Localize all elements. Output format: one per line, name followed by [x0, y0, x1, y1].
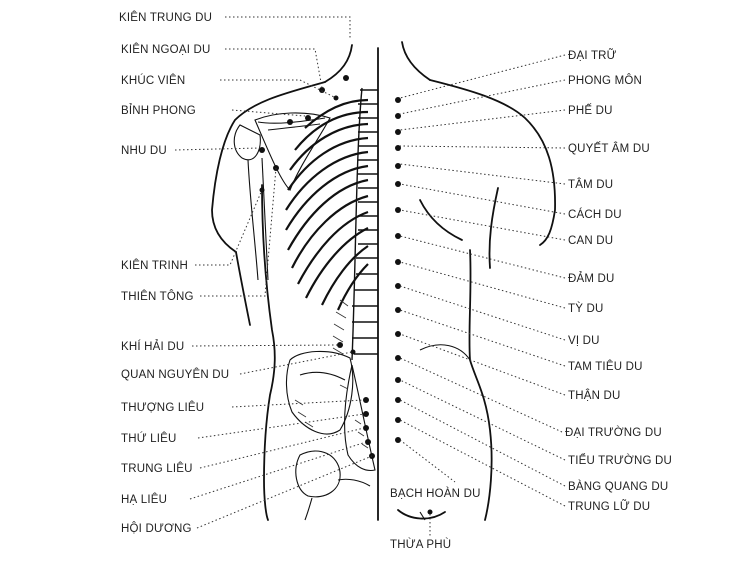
- label-phong-mon: PHONG MÔN: [568, 74, 642, 87]
- label-thua-phu: THỪA PHÙ: [390, 538, 451, 551]
- label-thu-lieu: THỨ LIÊU: [121, 432, 177, 445]
- left-labels: KIÊN TRUNG DU KIÊN NGOẠI DU KHÚC VIÊN BỈ…: [119, 11, 229, 535]
- label-vi-du: VỊ DU: [568, 335, 600, 347]
- label-tieu-truong-du: TIỂU TRƯỜNG DU: [568, 454, 672, 467]
- label-tam-tieu-du: TAM TIÊU DU: [568, 360, 643, 373]
- left-leader-lines: [174, 16, 373, 529]
- label-quyet-am-du: QUYẾT ÂM DU: [568, 142, 650, 155]
- skeleton: [233, 87, 378, 521]
- label-tam-du: TÂM DU: [568, 178, 613, 191]
- label-trung-lu-du: TRUNG LỮ DU: [568, 500, 650, 513]
- label-dai-tru: ĐẠI TRỮ: [568, 49, 617, 62]
- label-quan-nguyen-du: QUAN NGUYÊN DU: [121, 368, 229, 381]
- label-hoi-duong: HỘI DƯƠNG: [121, 522, 192, 535]
- label-can-du: CAN DU: [568, 235, 613, 247]
- label-trung-lieu: TRUNG LIÊU: [121, 462, 193, 475]
- label-bach-hoan-du: BẠCH HOÀN DU: [390, 487, 481, 500]
- label-binh-phong: BỈNH PHONG: [121, 104, 196, 117]
- label-ty-du: TỲ DU: [568, 302, 604, 315]
- label-cach-du: CÁCH DU: [568, 208, 622, 221]
- right-leader-lines: [399, 54, 566, 536]
- label-thuong-lieu: THƯỢNG LIÊU: [121, 401, 204, 414]
- label-kien-ngoai-du: KIÊN NGOẠI DU: [121, 43, 211, 56]
- body-outline: [211, 41, 556, 521]
- label-bang-quang-du: BÀNG QUANG DU: [568, 480, 668, 493]
- label-phe-du: PHẾ DU: [568, 104, 613, 117]
- label-than-du: THẬN DU: [568, 389, 621, 402]
- label-dai-truong-du: ĐẠI TRƯỜNG DU: [565, 426, 662, 439]
- label-khi-hai-du: KHÍ HẢI DU: [121, 340, 184, 353]
- label-nhu-du: NHU DU: [121, 145, 167, 157]
- label-kien-trinh: KIÊN TRINH: [121, 259, 188, 272]
- label-kien-trung-du: KIÊN TRUNG DU: [119, 11, 212, 24]
- bottom-labels: BẠCH HOÀN DU THỪA PHÙ: [390, 487, 481, 551]
- label-thien-tong: THIÊN TÔNG: [121, 290, 194, 303]
- right-labels: ĐẠI TRỮ PHONG MÔN PHẾ DU QUYẾT ÂM DU TÂM…: [565, 49, 672, 513]
- label-dam-du: ĐẢM DU: [568, 272, 615, 285]
- label-ha-lieu: HẠ LIÊU: [121, 493, 167, 506]
- label-khuc-vien: KHÚC VIÊN: [121, 74, 185, 87]
